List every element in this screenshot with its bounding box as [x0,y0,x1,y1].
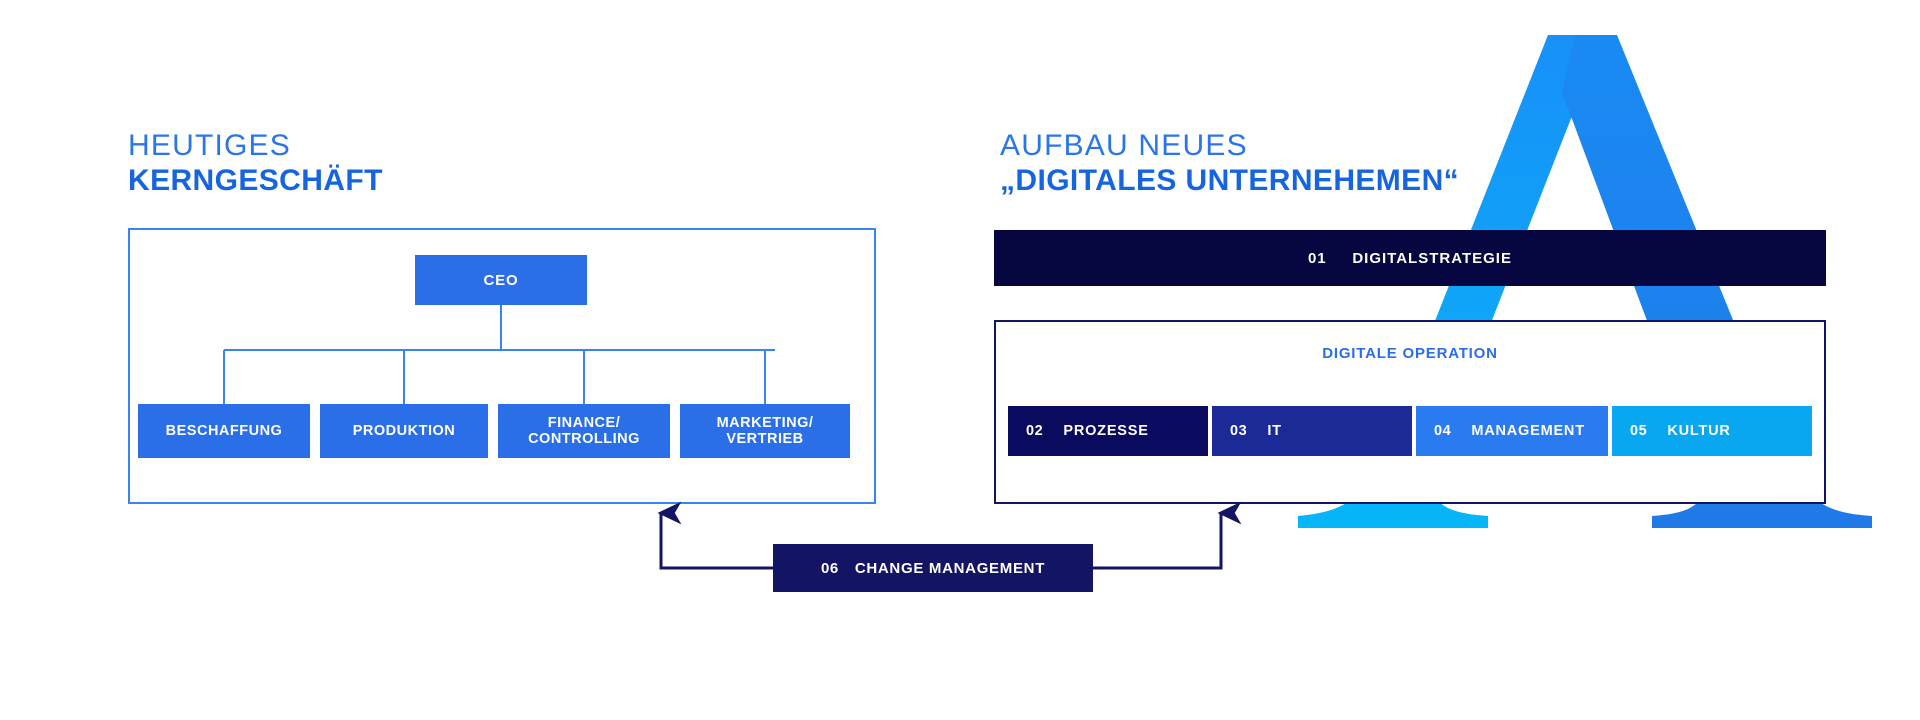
operation-number: 03 [1230,423,1248,439]
operation-label-text: MANAGEMENT [1471,423,1585,439]
right-heading: AUFBAU NEUES „DIGITALES UNTERNEHEMEN“ [1000,128,1459,199]
unit-box-beschaffung[interactable]: BESCHAFFUNG [138,404,310,458]
operation-box-prozesse[interactable]: 02 PROZESSE [1008,406,1208,456]
operation-number: 04 [1434,423,1452,439]
unit-label: FINANCE/CONTROLLING [528,414,640,447]
unit-label: MARKETING/VERTRIEB [716,414,814,447]
operation-box-it[interactable]: 03 IT [1212,406,1412,456]
operation-label-text: PROZESSE [1063,423,1149,439]
unit-box-finance-controlling[interactable]: FINANCE/CONTROLLING [498,404,670,458]
operation-number: 02 [1026,423,1044,439]
left-heading-line2: KERNGESCHÄFT [128,164,383,198]
unit-label: PRODUKTION [352,422,456,439]
change-management-label: CHANGE MANAGEMENT [854,559,1046,577]
operation-box-kultur[interactable]: 05 KULTUR [1612,406,1812,456]
right-heading-line1: AUFBAU NEUES [1000,129,1248,162]
unit-box-produktion[interactable]: PRODUKTION [320,404,488,458]
operation-label-text: KULTUR [1667,423,1731,439]
change-management-box[interactable]: 06 CHANGE MANAGEMENT [773,544,1093,592]
ceo-box[interactable]: CEO [415,255,587,305]
left-heading-line1: HEUTIGES [128,129,291,162]
change-management-number: 06 [820,559,839,577]
operation-label-text: IT [1267,423,1282,439]
right-heading-line2: „DIGITALES UNTERNEHEMEN“ [1000,164,1460,198]
operation-number: 05 [1630,423,1648,439]
operation-box-management[interactable]: 04 MANAGEMENT [1416,406,1608,456]
unit-label: BESCHAFFUNG [165,422,283,439]
left-heading: HEUTIGES KERNGESCHÄFT [128,128,383,199]
unit-box-marketing-vertrieb[interactable]: MARKETING/VERTRIEB [680,404,850,458]
digitalstrategie-number: 01 [1308,249,1327,267]
digitalstrategie-label: DIGITALSTRATEGIE [1352,249,1512,267]
digitale-operation-label: DIGITALE OPERATION [1322,345,1498,362]
digitalstrategie-bar[interactable]: 01 DIGITALSTRATEGIE [994,230,1826,286]
